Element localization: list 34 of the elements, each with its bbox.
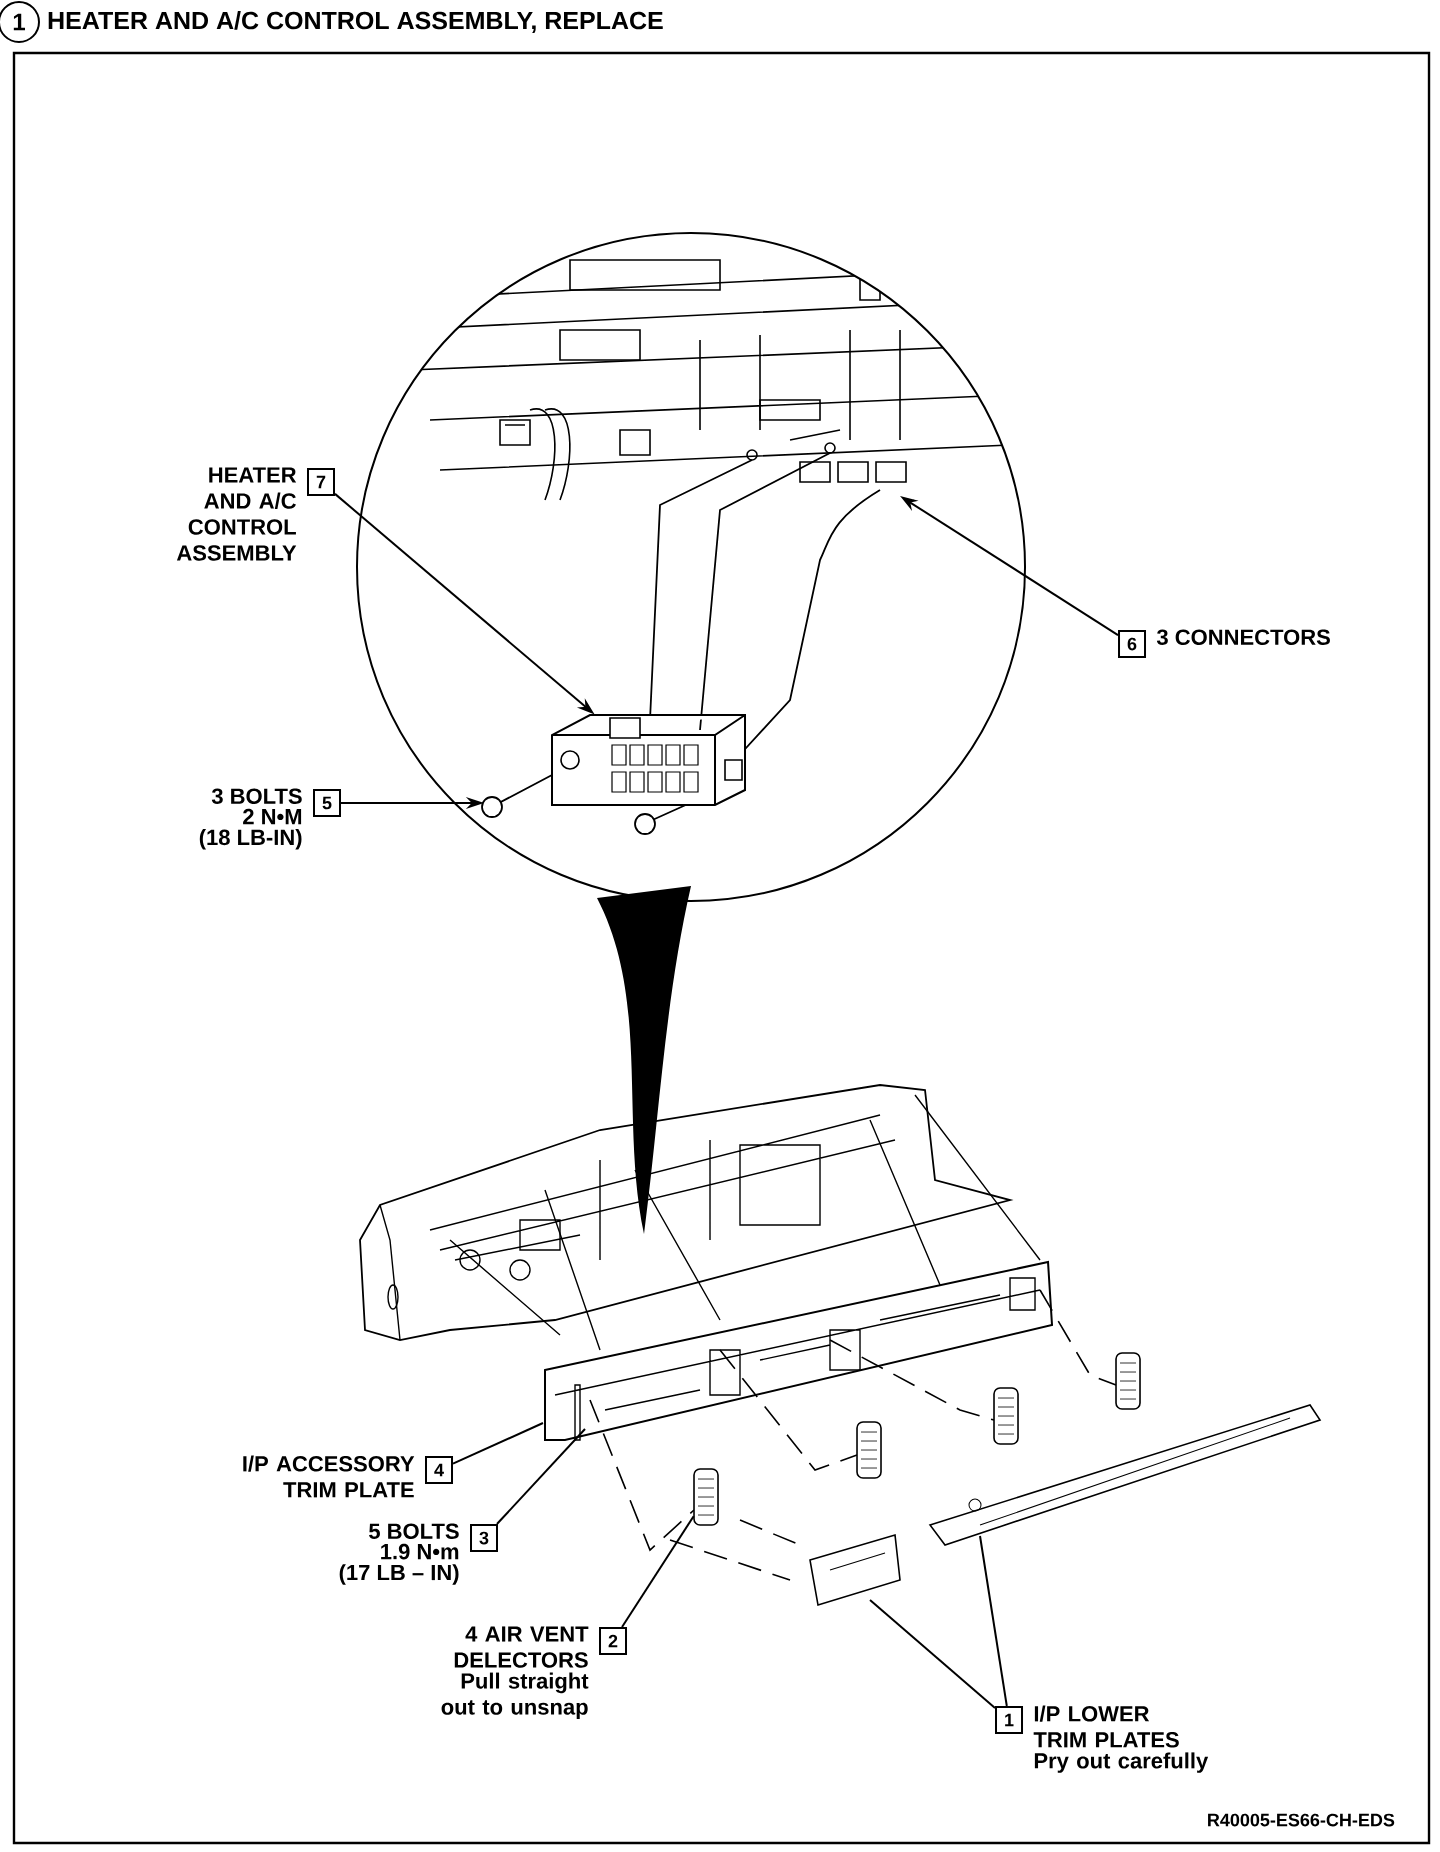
callout-number: 3 [470,1524,498,1552]
leader-line [869,1599,996,1709]
air-vent [856,1421,882,1479]
callout-number: 7 [307,468,335,496]
leader-line [452,1422,544,1465]
leader-line [979,1535,1008,1707]
callout-text: 3 CONNECTORS [1156,629,1330,645]
callout-text: HEATER AND A/C CONTROL ASSEMBLY [176,467,297,561]
callout-text: I/P ACCESSORY TRIM PLATE [243,1455,415,1498]
air-vent [993,1387,1019,1445]
callout-number: 2 [599,1627,627,1655]
figure-code: R40005-ES66-CH-EDS [1208,1813,1395,1827]
callout-text: 3 BOLTS [211,788,302,804]
callout-text: I/P LOWER TRIM PLATES [1033,1705,1179,1748]
air-vent [693,1468,719,1526]
air-vent [1115,1352,1141,1410]
step-number: 1 [0,1,40,43]
callout-text: 5 BOLTS [369,1523,459,1539]
title: HEATER AND A/C CONTROL ASSEMBLY, REPLACE [48,11,663,33]
leader-line [621,1515,695,1628]
callout-text: (18 LB-IN) [199,829,302,850]
callout-number: 6 [1118,630,1146,658]
callout-text: Pull straight out to unsnap [441,1672,589,1720]
control-module [551,714,746,806]
callout-text: 4 AIR VENT DELECTORS [454,1626,589,1668]
callout-number: 5 [313,789,341,817]
callout-number: 4 [425,1456,453,1484]
callout-text: Pry out carefully [1034,1752,1209,1773]
magnifier-beam [597,886,691,1234]
callout-text: (17 LB – IN) [339,1564,459,1585]
callout-text: 2 N•M [243,808,302,825]
callout-number: 1 [995,1706,1023,1734]
leader-line [495,1428,586,1525]
callout-text: 1.9 N•m [381,1543,459,1560]
